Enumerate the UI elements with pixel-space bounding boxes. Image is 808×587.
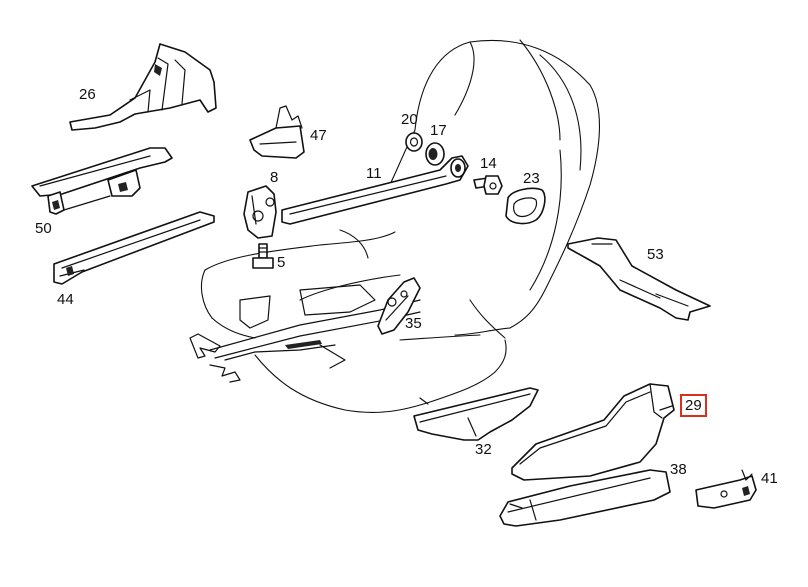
- part-38-rail-cover: [499, 469, 671, 527]
- part-26-side-trim: [69, 43, 217, 131]
- callout-20: 20: [401, 111, 418, 128]
- callout-53: 53: [647, 246, 664, 263]
- part-53-trim-panel: [567, 237, 711, 321]
- callout-47: 47: [310, 127, 327, 144]
- callout-14: 14: [480, 155, 497, 172]
- callout-38: 38: [670, 461, 687, 478]
- part-20-washer: [405, 132, 423, 152]
- callout-5: 5: [277, 254, 286, 271]
- callout-23: 23: [523, 170, 540, 187]
- callout-35: 35: [405, 315, 422, 332]
- part-29-side-cover: [511, 383, 675, 481]
- callout-44: 44: [57, 291, 74, 308]
- callout-41: 41: [761, 470, 778, 487]
- part-11-adjustment-bar: [281, 155, 469, 225]
- callout-11: 11: [366, 165, 382, 182]
- part-14-bolt: [473, 175, 503, 195]
- callout-8: 8: [270, 169, 279, 186]
- callout-50: 50: [35, 220, 52, 237]
- part-23-escutcheon: [505, 187, 546, 225]
- part-41-mount-bracket: [695, 469, 757, 509]
- seat-outline: [200, 39, 601, 413]
- part-47-bracket: [249, 105, 305, 159]
- part-32-trim-strip: [413, 387, 539, 441]
- part-50-trim-strip: [31, 147, 173, 215]
- callout-17: 17: [430, 122, 447, 139]
- part-17-bushing: [425, 142, 445, 166]
- part-44-rail: [53, 211, 215, 285]
- callout-29-highlighted: 29: [680, 394, 707, 417]
- callout-26: 26: [79, 86, 96, 103]
- callout-32: 32: [475, 441, 492, 458]
- part-35-lever-bracket: [377, 277, 421, 335]
- part-5-bolt: [252, 243, 274, 269]
- part-8-hinge-bracket: [243, 185, 277, 239]
